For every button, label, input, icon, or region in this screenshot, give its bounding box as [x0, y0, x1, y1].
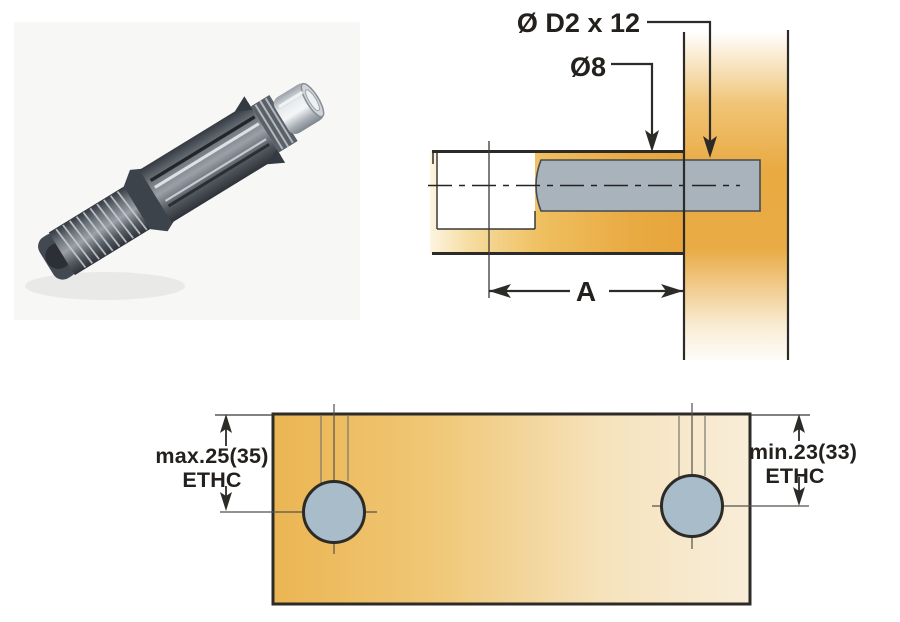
dowel-photo	[38, 82, 325, 280]
cross-section-drawing: Ø D2 x 12 Ø8 A	[428, 8, 790, 360]
dowel-latch-bottom	[267, 149, 286, 165]
dowel-thread-ribs	[55, 191, 148, 269]
right-dim-value: min.23(33)	[749, 440, 857, 464]
dowel-slot-light-bottom	[164, 138, 267, 202]
panel-cavity	[437, 152, 535, 229]
dowel-expansion-wings	[123, 168, 175, 232]
left-dim-arrow-down	[220, 492, 232, 511]
arrow-d2x12	[703, 136, 717, 158]
hole-right	[660, 474, 724, 538]
left-dim-arrow-up	[220, 414, 232, 433]
dowel-collar-knurl	[254, 97, 294, 150]
dowel-head-highlight	[278, 90, 304, 108]
dowel-slot-dark-bottom	[167, 143, 270, 208]
dowel-latch-top	[234, 96, 253, 112]
arrow-a-right	[661, 284, 683, 298]
right-hole-bore-lines	[678, 416, 706, 478]
arrow-d8	[645, 130, 659, 152]
arrow-a-left	[489, 284, 511, 298]
left-dim-value: max.25(35)	[155, 444, 268, 468]
dowel-head-bore	[305, 89, 320, 112]
photo-shadow	[25, 272, 185, 300]
left-dim-code: ETHC	[182, 468, 241, 492]
panel-face-drawing: max.25(35) ETHC min.23(33) ETHC	[155, 403, 857, 606]
panel-cavity-outline	[436, 153, 536, 230]
dowel-slot-light-top	[154, 122, 260, 189]
leader-d8	[611, 62, 654, 135]
right-dim-arrow-up	[793, 414, 805, 433]
hole-left	[302, 480, 366, 544]
leader-d2x12	[647, 20, 712, 141]
label-d8: Ø8	[570, 52, 606, 82]
label-d2x12: Ø D2 x 12	[517, 8, 640, 38]
left-hole-bore-lines	[320, 416, 349, 483]
label-a: A	[576, 276, 596, 307]
dowel-slot-dark-top	[149, 115, 256, 183]
product-photo	[14, 22, 360, 320]
right-dim-code: ETHC	[765, 464, 824, 488]
right-dim-arrow-down	[793, 487, 805, 506]
